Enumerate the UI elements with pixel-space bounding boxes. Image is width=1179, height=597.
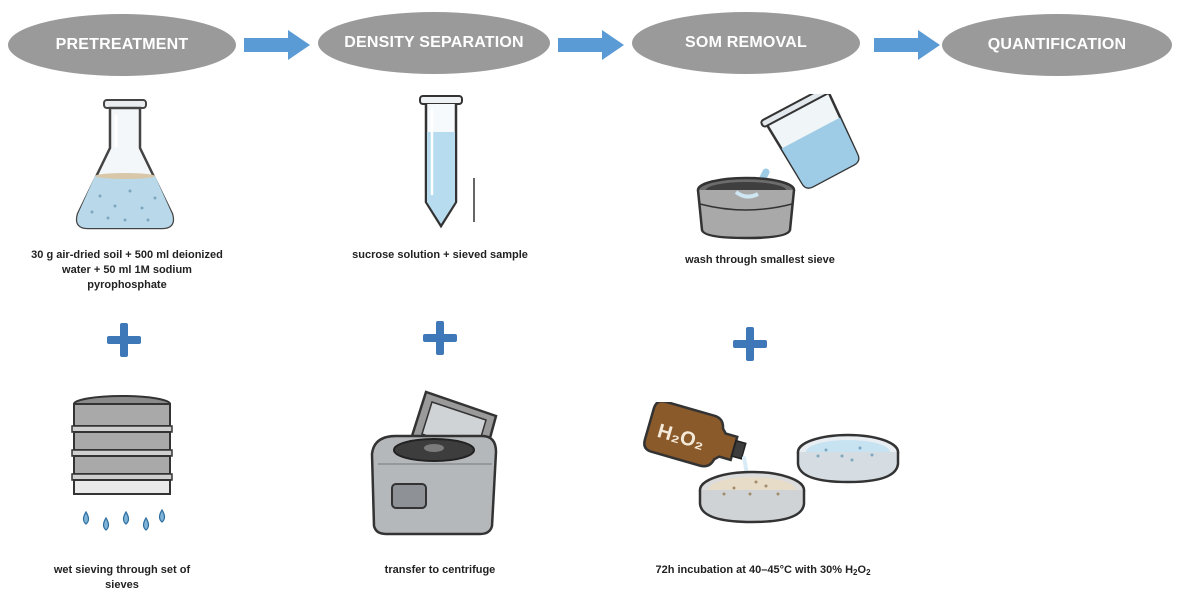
stage-density-separation: DENSITY SEPARATION: [318, 12, 550, 74]
caption-flask: 30 g air-dried soil + 500 ml deionized w…: [31, 249, 223, 291]
plus-icon: [423, 321, 457, 355]
flask-icon: [75, 99, 175, 230]
plus-icon: [733, 327, 767, 361]
plus-icon: [107, 323, 141, 357]
centrifuge-icon: [370, 390, 498, 536]
caption-centrifuge: transfer to centrifuge: [384, 564, 496, 576]
stage-pretreatment: PRETREATMENT: [8, 14, 236, 76]
stage-label: SOM REMOVAL: [685, 34, 807, 51]
beaker-pour-icon: [696, 94, 860, 240]
petri-dish-icon: [796, 433, 900, 484]
arrow-right-icon: [874, 30, 940, 60]
stage-label: DENSITY SEPARATION: [344, 34, 524, 51]
stage-label: QUANTIFICATION: [987, 36, 1127, 53]
arrow-right-icon: [558, 30, 624, 60]
arrow-right-icon: [244, 30, 310, 60]
caption-wash: wash through smallest sieve: [685, 254, 835, 266]
stage-som-removal: SOM REMOVAL: [632, 12, 860, 74]
sieve-stack-icon: [71, 395, 173, 531]
caption-tube: sucrose solution + sieved sample: [352, 249, 528, 261]
stage-quantification: QUANTIFICATION: [942, 14, 1172, 76]
test-tube-icon: [419, 95, 475, 229]
petri-dish-icon: [698, 470, 806, 524]
caption-sieves: wet sieving through set of sieves: [53, 564, 191, 591]
caption-incubation: 72h incubation at 40–45°C with 30% H2O2: [655, 564, 871, 577]
stage-label: PRETREATMENT: [55, 36, 189, 53]
